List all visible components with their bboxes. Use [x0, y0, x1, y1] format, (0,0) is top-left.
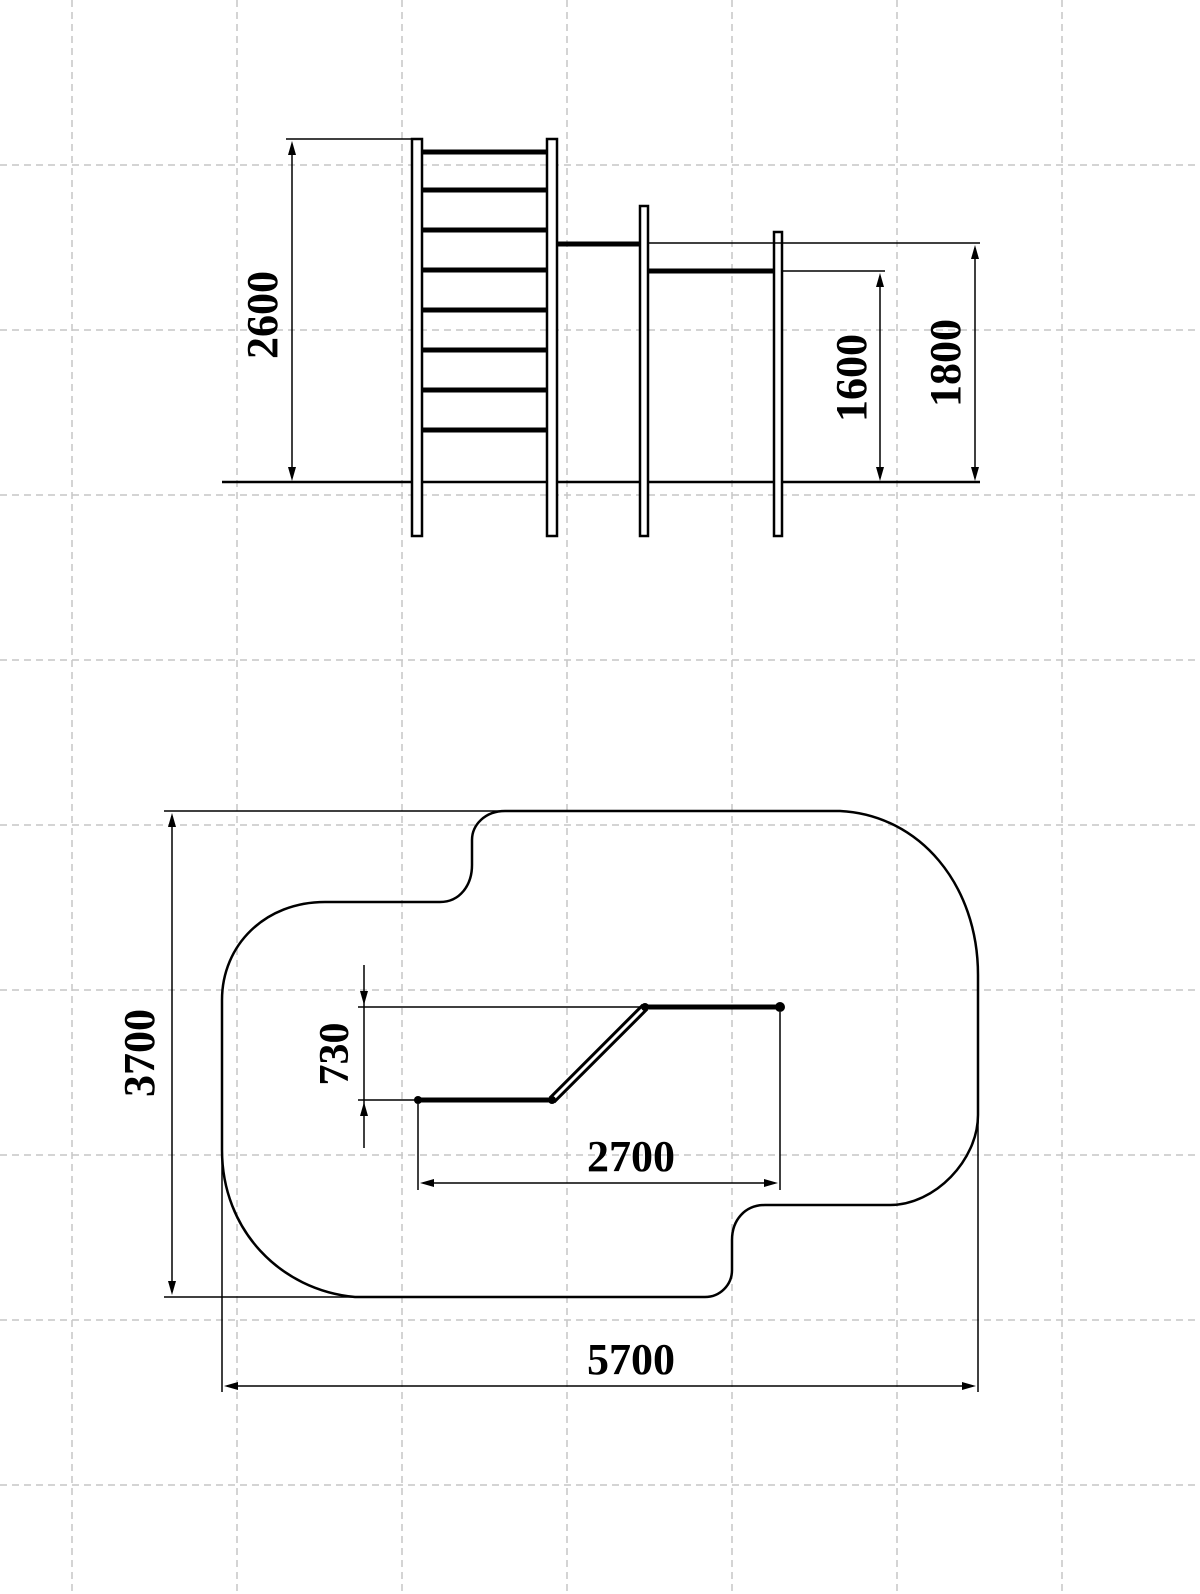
- dimension-label-2700: 2700: [587, 1132, 675, 1181]
- ladder-left-post: [410, 137, 424, 538]
- dimension-2600: 2600: [238, 138, 412, 481]
- dimension-730: 730: [312, 965, 645, 1148]
- ladder-right-post: [545, 137, 559, 538]
- dimension-1800: 1800: [648, 242, 980, 481]
- structure-plan: [414, 1002, 785, 1104]
- plan-view: 3700 5700 2700 730: [115, 809, 980, 1392]
- dimension-label-730: 730: [312, 1023, 358, 1086]
- dimension-1600: 1600: [782, 270, 885, 481]
- dimension-label-1600: 1600: [827, 334, 876, 422]
- dimension-label-3700: 3700: [115, 1009, 164, 1097]
- high-bar-post: [638, 204, 650, 538]
- elevation-view: 2600 1800 1600: [222, 137, 980, 538]
- dimension-label-2600: 2600: [238, 271, 287, 359]
- dimension-2700: 2700: [417, 1012, 781, 1190]
- dimension-3700: 3700: [115, 810, 500, 1298]
- dimension-5700: 5700: [221, 1115, 979, 1392]
- dimension-label-5700: 5700: [587, 1335, 675, 1384]
- dimension-label-1800: 1800: [921, 319, 970, 407]
- wall-bars-ladder: [410, 137, 559, 538]
- low-bar-post: [772, 230, 784, 538]
